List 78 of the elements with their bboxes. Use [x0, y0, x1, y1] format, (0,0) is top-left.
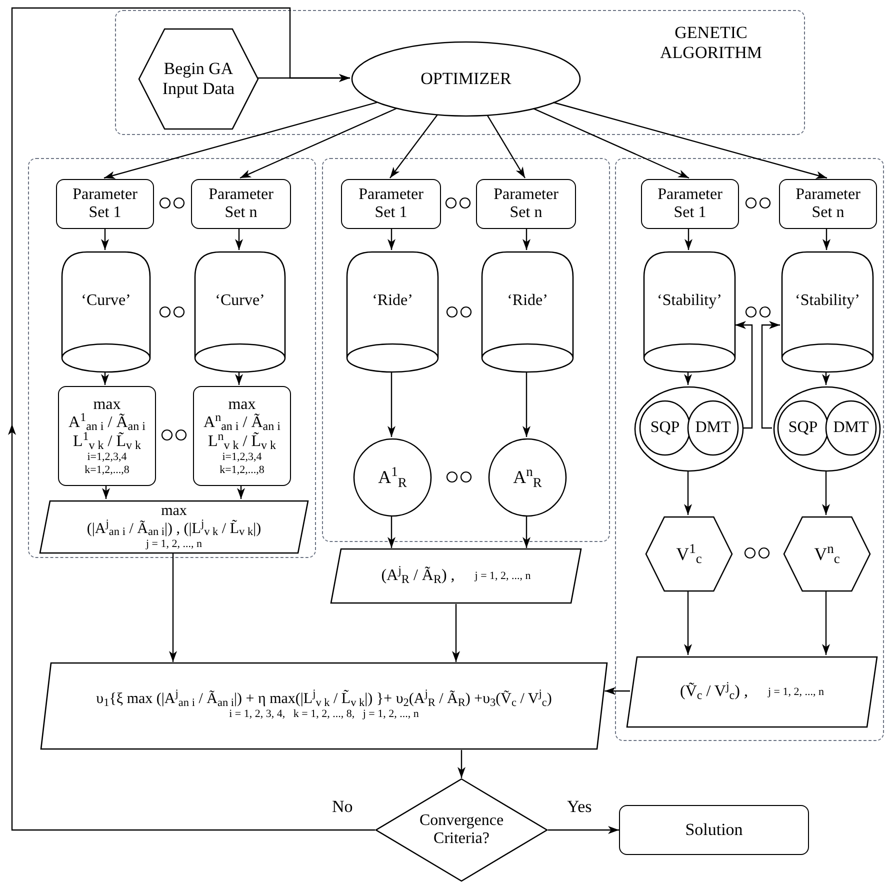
cylinder-shape — [194, 251, 286, 373]
cylinder-shape — [481, 251, 574, 373]
node-label: SQP — [788, 418, 818, 438]
node-label: ‘Ride’ — [372, 292, 413, 310]
node-label: Convergence Criteria? — [418, 812, 505, 848]
node-label: ‘Curve’ — [215, 292, 265, 310]
dashed-group-frame — [615, 158, 884, 741]
node-label: Parameter Set 1 — [72, 186, 138, 222]
rounded-box — [619, 805, 809, 855]
node-label: j = 1, 2, ..., n — [768, 686, 824, 698]
node-label: Solution — [685, 820, 743, 840]
cylinder-shape — [346, 251, 439, 373]
node-label: DMT — [833, 418, 869, 438]
ellipse-shape — [634, 386, 744, 472]
parallelogram-shape — [626, 656, 878, 728]
node-label: j = 1, 2, ..., n — [474, 570, 531, 582]
node-label: (|A$^{j}$$_{an i}$ / Ã$_{an i}$|) , (|L$^{j}$$_{v k}$ / L̃$_{v k}$|) — [86, 520, 262, 538]
circle-shape — [825, 400, 877, 456]
rounded-box — [641, 179, 739, 229]
group-title: GENETIC ALGORITHM — [659, 23, 763, 62]
cylinder-shape — [643, 251, 736, 373]
node-label: A$^{n}$$_{an i}$ / Ã$_{an i}$ — [204, 414, 280, 433]
node-label: L$^{n}$$_{v k}$ / L̃$_{v k}$ — [208, 432, 276, 451]
node-label: max — [93, 396, 121, 414]
node-label: Parameter Set n — [794, 186, 862, 222]
node-label: (Ṽ$_{c}$ / V$^{j}$$_{c}$) , — [680, 682, 748, 702]
parallelogram-shape — [39, 500, 309, 554]
node-label: ‘Ride’ — [507, 292, 548, 310]
node-label: ‘Stability’ — [657, 292, 722, 310]
circle-shape — [639, 400, 691, 456]
node-label: SQP — [650, 418, 680, 438]
hexagon-shape — [645, 516, 733, 592]
node-label: (A$^{j}$$_{R}$ / Ã$_{R}$) , — [381, 566, 455, 586]
ellipse-shape — [351, 41, 581, 117]
ellipse-shape — [773, 386, 881, 472]
node-label: Begin GA Input Data — [161, 59, 236, 99]
rounded-box — [779, 179, 877, 229]
node-label: j = 1, 2, ..., n — [146, 538, 202, 551]
rounded-box — [191, 179, 291, 229]
hexagon-shape — [138, 28, 259, 130]
rounded-box — [476, 179, 576, 229]
node-label: Parameter Set 1 — [358, 186, 424, 222]
node-label: ‘Curve’ — [81, 292, 131, 310]
dashed-group-frame — [322, 158, 610, 542]
node-label: L$^{1}$$_{v k}$ / L̃$_{v k}$ — [73, 432, 141, 451]
parallelogram-shape — [330, 548, 582, 604]
rounded-box — [193, 386, 291, 486]
parallelogram-shape — [40, 662, 608, 750]
node-label: ‘Stability’ — [795, 292, 860, 310]
hexagon-shape — [783, 516, 871, 592]
node-label: A$^{1}$$_{an i}$ / Ã$_{an i}$ — [68, 414, 146, 433]
node-label: Parameter Set 1 — [656, 186, 724, 222]
node-label: i=1,2,3,4 — [87, 450, 127, 464]
dashed-group-frame — [115, 10, 805, 135]
node-label: k=1,2,...,8 — [84, 464, 130, 476]
circle-shape — [687, 400, 739, 456]
node-label: max — [161, 503, 187, 521]
edge-label: Yes — [565, 798, 594, 815]
cylinder-shape — [61, 251, 151, 373]
edge-label: No — [330, 798, 355, 815]
node-label: max — [228, 396, 256, 414]
node-label: Parameter Set n — [208, 186, 274, 222]
rounded-box — [58, 386, 156, 486]
rounded-box — [341, 179, 441, 229]
dashed-group-frame — [28, 158, 316, 558]
rounded-box — [56, 179, 154, 229]
circle-shape — [353, 438, 432, 517]
decision-diamond — [375, 778, 548, 882]
node-label: k=1,2,...,8 — [220, 464, 264, 476]
node-label: υ$_{1}${ξ max (|A$^{j}$$_{an i}$ / Ã$_{an i}$|) + η max(|L$^{j}$$_{v k}$ / L̃$_{v k}$|) }+ υ$_{2}$(A$^{j}$$_{R}$ / Ã$_{R}$) +υ$_{3}$(Ṽ$_{c}$ / V$^{j}$$_{c}$) — [96, 691, 552, 708]
node-label: i = 1, 2, 3, 4, k = 1, 2, ..., 8, j = 1, 2, ..., n — [229, 708, 419, 721]
node-label: Parameter Set n — [492, 186, 560, 222]
node-label: OPTIMIZER — [420, 69, 512, 89]
cylinder-shape — [781, 251, 874, 373]
node-label: DMT — [695, 418, 731, 438]
circle-shape — [777, 400, 829, 456]
node-label: i=1,2,3,4 — [222, 450, 262, 464]
circle-shape — [488, 438, 567, 517]
